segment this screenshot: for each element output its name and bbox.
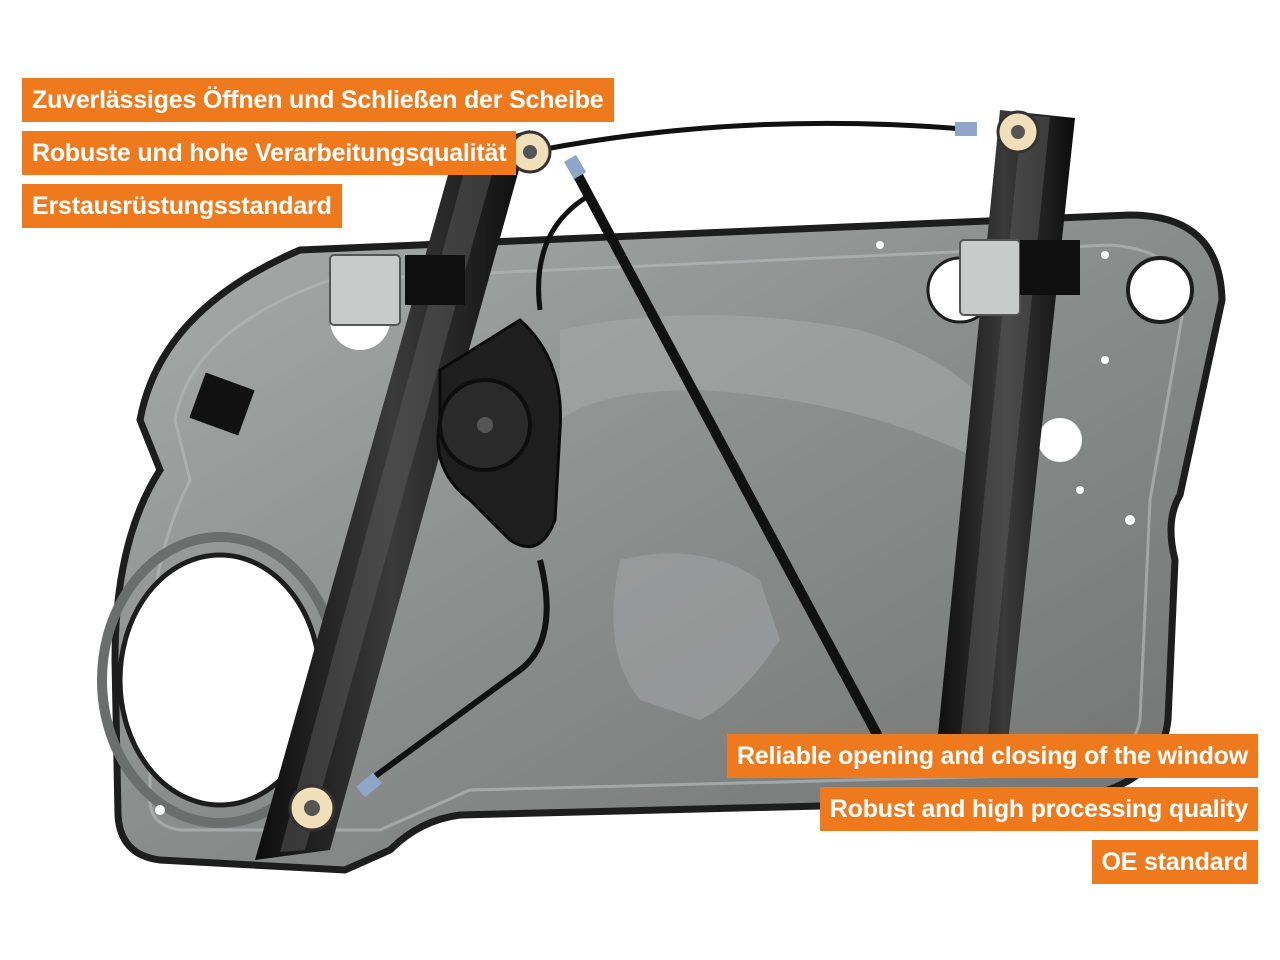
glass-clips <box>329 239 1080 326</box>
bowden-cables <box>356 120 977 798</box>
left-guide-rail <box>255 130 530 860</box>
feature-badge-en-2: Robust and high processing quality <box>819 787 1258 831</box>
feature-badge-de-3: Erstausrüstungsstandard <box>22 184 342 228</box>
motor-housing <box>436 318 562 549</box>
feature-badge-de-2: Robuste und hohe Verarbeitungsqualität <box>22 131 517 175</box>
feature-badge-en-1: Reliable opening and closing of the wind… <box>726 734 1258 778</box>
feature-badge-en-3: OE standard <box>1091 840 1258 884</box>
cable-pulleys <box>288 110 1040 832</box>
feature-badge-de-1: Zuverlässiges Öffnen und Schließen der S… <box>22 78 614 122</box>
foam-pad <box>189 372 255 436</box>
